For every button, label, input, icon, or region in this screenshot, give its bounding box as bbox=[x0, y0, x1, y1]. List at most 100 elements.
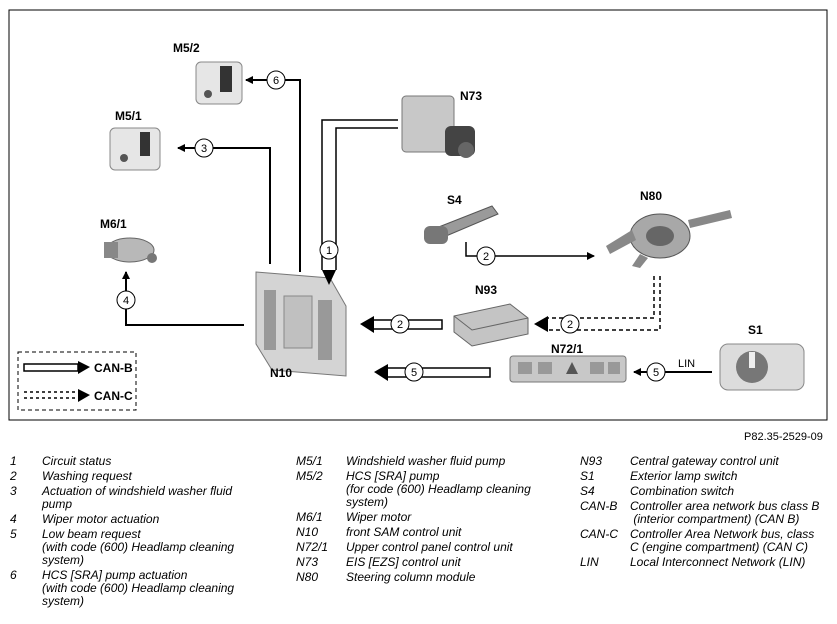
legend-entry: 6 HCS [SRA] pump actuation (with code (60… bbox=[10, 569, 290, 608]
legend-can-b: CAN-B bbox=[94, 361, 133, 375]
legend-value: Local Interconnect Network (LIN) bbox=[630, 555, 806, 569]
legend-value: HCS [SRA] pump (for code (600) Headlamp … bbox=[346, 469, 531, 509]
arrowhead-1 bbox=[322, 270, 336, 285]
label-n72-1: N72/1 bbox=[551, 342, 583, 356]
legend-value: Windshield washer fluid pump bbox=[346, 454, 506, 468]
number-circle-6: 6 bbox=[266, 70, 286, 90]
figure-reference: P82.35-2529-09 bbox=[744, 431, 823, 443]
legend-key: CAN-B bbox=[580, 499, 618, 513]
legend-value: Low beam request (with code (600) Headla… bbox=[42, 527, 235, 567]
label-n10: N10 bbox=[270, 366, 292, 380]
legend-can-c: CAN-C bbox=[94, 389, 133, 403]
legend-key: 5 bbox=[10, 527, 17, 541]
arrowhead-2b bbox=[360, 316, 374, 333]
label-lin: LIN bbox=[678, 358, 695, 370]
legend-entry: N73 EIS [EZS] control unit bbox=[296, 556, 576, 569]
legend-key: 1 bbox=[10, 454, 17, 468]
label-s4: S4 bbox=[447, 193, 462, 207]
label-n73: N73 bbox=[460, 89, 482, 103]
svg-text:4: 4 bbox=[123, 295, 129, 307]
legend-key: 4 bbox=[10, 512, 17, 526]
legend-key: M6/1 bbox=[296, 510, 323, 524]
legend-key: 2 bbox=[10, 469, 17, 483]
n73-eis-unit bbox=[401, 95, 475, 158]
legend-key: LIN bbox=[580, 555, 599, 569]
legend-key: N73 bbox=[296, 555, 319, 569]
legend-entry: M6/1 Wiper motor bbox=[296, 511, 576, 524]
legend-key: M5/1 bbox=[296, 454, 323, 468]
legend-key: N93 bbox=[580, 454, 603, 468]
line-2-s4 bbox=[465, 242, 595, 260]
number-circle-1: 1 bbox=[319, 240, 339, 260]
number-circle-3: 3 bbox=[194, 138, 214, 158]
legend-value: front SAM control unit bbox=[346, 525, 462, 539]
can-b-arrowhead bbox=[78, 361, 90, 374]
legend-value: EIS [EZS] control unit bbox=[346, 555, 461, 569]
label-s1: S1 bbox=[748, 323, 763, 337]
svg-text:1: 1 bbox=[326, 245, 332, 257]
legend-entry: 2 Washing request bbox=[10, 470, 290, 483]
legend-value: Wiper motor bbox=[346, 510, 412, 524]
legend-entry: N72/1 Upper control panel control unit bbox=[296, 541, 576, 554]
legend-value: Steering column module bbox=[346, 570, 476, 584]
legend-value: Combination switch bbox=[630, 484, 735, 498]
legend-value: HCS [SRA] pump actuation (with code (600… bbox=[42, 568, 235, 608]
legend-entry: 4 Wiper motor actuation bbox=[10, 513, 290, 526]
can-c-arrowhead bbox=[78, 389, 90, 402]
legend-value: Washing request bbox=[42, 469, 132, 483]
line-5-canb bbox=[385, 367, 491, 378]
label-m6-1: M6/1 bbox=[100, 217, 127, 231]
legend-entry: CAN-B Controller area network bus class B… bbox=[580, 500, 836, 526]
arrowhead-5b bbox=[374, 364, 388, 381]
legend-key: N72/1 bbox=[296, 540, 329, 554]
legend-value: Controller area network bus class B (int… bbox=[630, 499, 820, 526]
bus-legend-box bbox=[17, 351, 137, 411]
number-circle-2-s4: 2 bbox=[476, 246, 496, 266]
legend-key: M5/2 bbox=[296, 469, 323, 483]
legend-value: Controller Area Network bus, class C (en… bbox=[630, 527, 815, 554]
legend-value: Upper control panel control unit bbox=[346, 540, 513, 554]
m5-2-pump bbox=[195, 61, 243, 105]
n80-steering-column-module bbox=[606, 210, 732, 268]
number-circle-4: 4 bbox=[116, 290, 136, 310]
arrowhead-2c bbox=[534, 316, 548, 332]
number-circle-5-lin: 5 bbox=[646, 362, 666, 382]
n72-1-control-panel bbox=[509, 355, 627, 383]
svg-text:5: 5 bbox=[411, 367, 417, 379]
svg-text:2: 2 bbox=[483, 251, 489, 263]
legend-key: N80 bbox=[296, 570, 319, 584]
line-2-canc-inner bbox=[548, 276, 661, 331]
legend-value: Actuation of windshield washer fluid pum… bbox=[42, 484, 233, 511]
legend-key: N10 bbox=[296, 525, 319, 539]
svg-text:2: 2 bbox=[567, 319, 573, 331]
legend-value: Wiper motor actuation bbox=[42, 512, 160, 526]
legend-key: 6 bbox=[10, 568, 17, 582]
svg-text:2: 2 bbox=[397, 319, 403, 331]
line-4 bbox=[122, 271, 244, 326]
number-circle-5-canb: 5 bbox=[404, 362, 424, 382]
label-m5-2: M5/2 bbox=[173, 41, 200, 55]
legend-entry: N80 Steering column module bbox=[296, 571, 576, 584]
legend-entry: LIN Local Interconnect Network (LIN) bbox=[580, 556, 836, 569]
legend-entry: M5/1 Windshield washer fluid pump bbox=[296, 455, 576, 468]
n93-gateway-unit bbox=[453, 303, 529, 347]
svg-text:3: 3 bbox=[201, 143, 207, 155]
label-n93: N93 bbox=[475, 283, 497, 297]
line-6 bbox=[245, 76, 301, 272]
can-b-symbol bbox=[23, 363, 79, 372]
legend-key: CAN-C bbox=[580, 527, 618, 541]
line-1-inner bbox=[335, 127, 398, 270]
s1-exterior-lamp-switch bbox=[719, 343, 805, 391]
line-1-outer bbox=[321, 119, 398, 270]
legend-entry: M5/2 HCS [SRA] pump (for code (600) Headl… bbox=[296, 470, 576, 509]
label-n80: N80 bbox=[640, 189, 662, 203]
legend-key: S1 bbox=[580, 469, 595, 483]
line-2-canc-outer bbox=[548, 276, 655, 319]
legend-entry: 5 Low beam request (with code (600) Headl… bbox=[10, 528, 290, 567]
legend-entry: CAN-C Controller Area Network bus, class … bbox=[580, 528, 836, 554]
m5-1-pump bbox=[109, 127, 161, 171]
legend-entry: N10 front SAM control unit bbox=[296, 526, 576, 539]
